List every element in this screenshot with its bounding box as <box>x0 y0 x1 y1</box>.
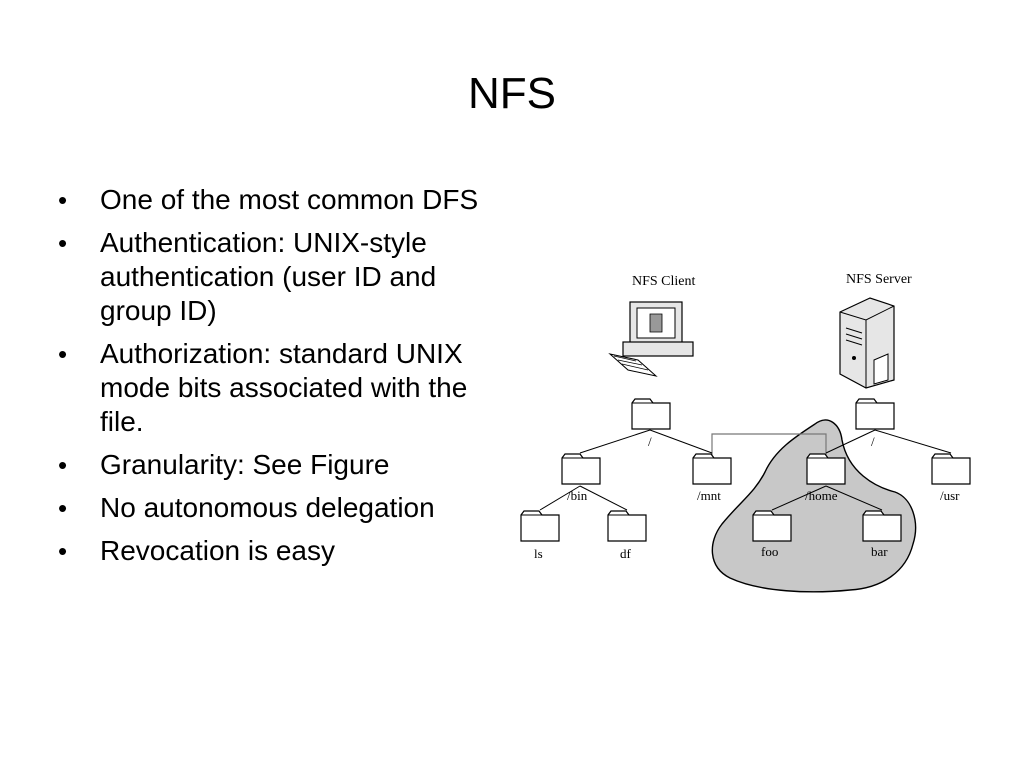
server-bar-label: bar <box>871 544 888 559</box>
folder-icon <box>862 510 902 542</box>
client-label: NFS Client <box>632 274 696 289</box>
bullet-dot-icon: • <box>58 228 68 258</box>
server-root-label: / <box>871 434 875 449</box>
server-label: NFS Server <box>846 272 912 287</box>
folder-icon <box>607 510 647 542</box>
folder-icon <box>855 398 895 430</box>
bullet-item: • Authentication: UNIX-style authenticati… <box>56 226 506 328</box>
bullet-text: Authorization: standard UNIX mode bits a… <box>100 338 468 437</box>
client-df-label: df <box>620 546 632 561</box>
bullet-item: • One of the most common DFS <box>56 183 506 217</box>
client-tree-lines <box>539 429 713 511</box>
folder-icon <box>806 453 846 485</box>
folder-icon <box>561 453 601 485</box>
export-region <box>711 419 917 593</box>
client-ls-label: ls <box>534 546 543 561</box>
bullet-dot-icon: • <box>58 450 68 480</box>
bullet-text: Revocation is easy <box>100 535 336 566</box>
folder-icon <box>520 510 560 542</box>
bullet-item: • No autonomous delegation <box>56 491 506 525</box>
bullet-dot-icon: • <box>58 536 68 566</box>
bullet-text: Granularity: See Figure <box>100 449 390 480</box>
client-mnt-label: /mnt <box>697 488 721 503</box>
bullet-item: • Authorization: standard UNIX mode bits … <box>56 337 506 439</box>
nfs-diagram: NFS Client NFS Server <box>520 272 971 593</box>
bullet-text: No autonomous delegation <box>100 492 435 523</box>
bullet-text: Authentication: UNIX-style authenticatio… <box>100 227 437 326</box>
server-icon <box>839 297 895 389</box>
server-foo-label: foo <box>761 544 778 559</box>
client-root-label: / <box>648 434 652 449</box>
bullet-dot-icon: • <box>58 185 68 215</box>
server-tree-lines <box>771 429 952 511</box>
bullet-list: • One of the most common DFS • Authenticat… <box>56 183 506 577</box>
server-usr-label: /usr <box>940 488 960 503</box>
client-computer-icon <box>608 301 694 377</box>
slide-title: NFS <box>468 69 556 118</box>
bullet-text: One of the most common DFS <box>100 184 479 215</box>
client-bin-label: /bin <box>567 488 588 503</box>
server-home-label: /home <box>805 488 838 503</box>
bullet-item: • Revocation is easy <box>56 534 506 568</box>
folder-icon <box>692 453 732 485</box>
mount-link <box>711 433 827 457</box>
bullet-dot-icon: • <box>58 493 68 523</box>
folder-icon <box>631 398 671 430</box>
bullet-item: • Granularity: See Figure <box>56 448 506 482</box>
bullet-dot-icon: • <box>58 339 68 369</box>
folder-icon <box>752 510 792 542</box>
folder-icon <box>931 453 971 485</box>
